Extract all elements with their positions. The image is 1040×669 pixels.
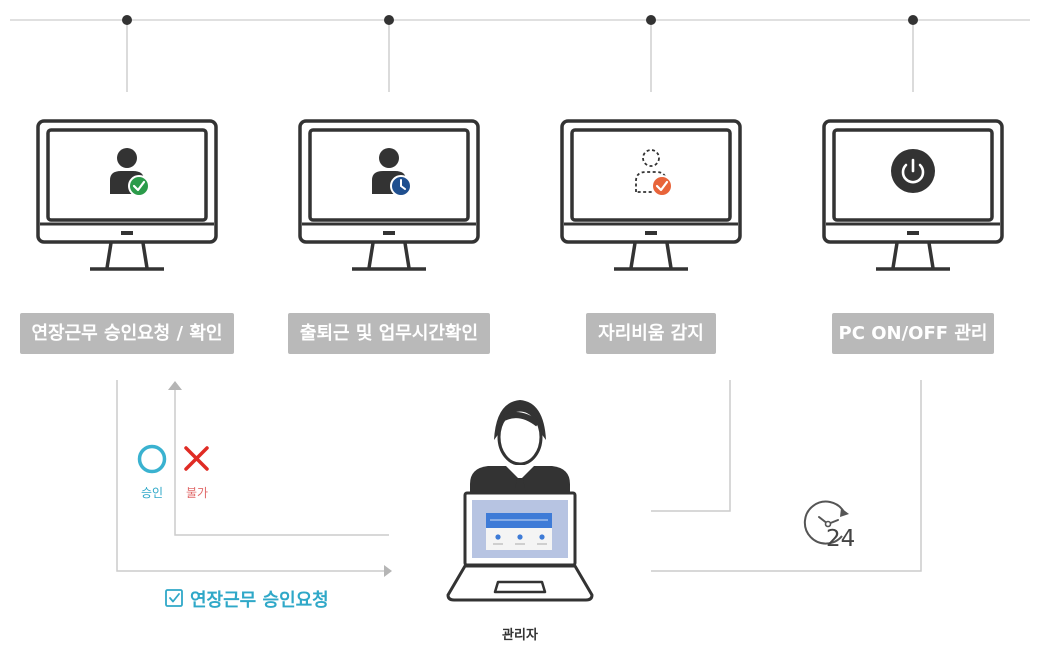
reject-label: 불가 xyxy=(185,486,209,500)
reject-icon xyxy=(184,446,209,471)
approve-icon xyxy=(137,444,167,474)
away-flow-line xyxy=(651,380,731,512)
monitor-attendance xyxy=(298,119,480,271)
feature-label-overtime: 연장근무 승인요청 / 확인 xyxy=(20,313,234,354)
power-flow-line xyxy=(651,380,922,572)
feature-label-away: 자리비움 감지 xyxy=(586,313,716,354)
feature-label-power: PC ON/OFF 관리 xyxy=(832,313,994,354)
checkbox-icon xyxy=(165,589,183,607)
timeline-node-1 xyxy=(122,15,132,92)
monitor-away xyxy=(560,119,742,271)
arrow-up-head xyxy=(168,381,182,390)
timeline-node-2 xyxy=(384,15,394,92)
feature-label-attendance: 출퇴근 및 업무시간확인 xyxy=(288,313,490,354)
manager-face xyxy=(497,408,543,466)
user-away-icon xyxy=(635,149,673,197)
request-label: 연장근무 승인요청 xyxy=(190,590,329,611)
power-icon xyxy=(891,149,935,193)
user-clock-icon xyxy=(372,148,412,197)
manager-laptop-icon xyxy=(446,400,594,602)
manager-label: 관리자 xyxy=(502,628,538,643)
response-flow-line xyxy=(174,390,389,536)
user-check-icon xyxy=(110,148,150,197)
timeline-node-4 xyxy=(908,15,918,92)
timeline-node-3 xyxy=(646,15,656,92)
clock-24-icon xyxy=(803,500,849,545)
arrow-right-head xyxy=(384,565,392,577)
request-flow-line xyxy=(116,380,384,572)
monitor-overtime xyxy=(36,119,218,271)
monitor-power xyxy=(822,119,1004,271)
timer-value: 24 xyxy=(826,526,856,552)
approve-label: 승인 xyxy=(140,486,164,500)
